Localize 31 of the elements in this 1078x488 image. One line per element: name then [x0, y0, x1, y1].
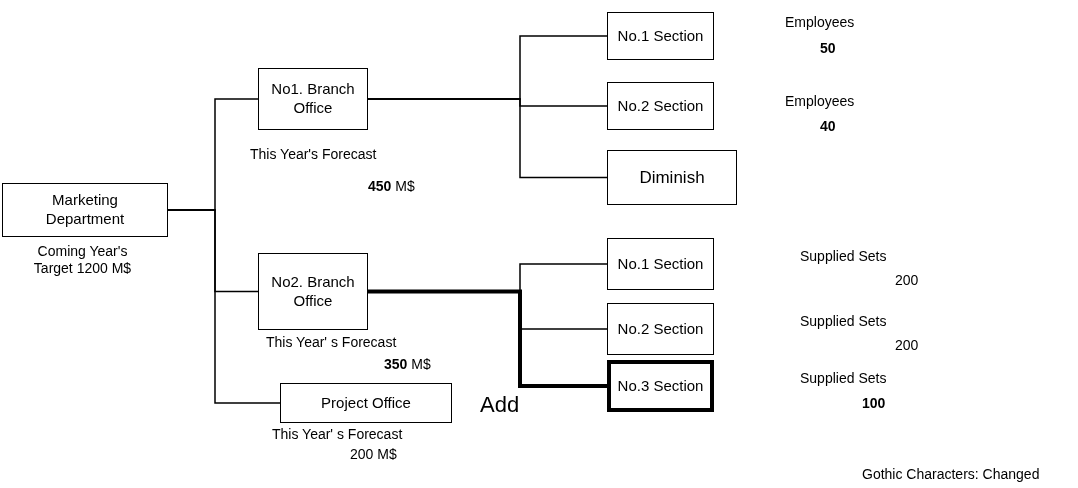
connector-line [367, 98, 608, 179]
node-note: Supplied Sets [800, 313, 887, 330]
node-note: Supplied Sets [800, 370, 887, 387]
org-box: Diminish [607, 150, 737, 205]
org-box: No.2 Section [607, 303, 714, 355]
connector-line [167, 209, 281, 404]
node-note: This Year's Forecast [250, 146, 377, 163]
org-box: Project Office [280, 383, 452, 423]
org-box: No.1 Section [607, 238, 714, 290]
node-note: 450 M$ [368, 178, 415, 195]
node-note: 200 [895, 272, 919, 289]
org-box: No.1 Section [607, 12, 714, 60]
node-note: This Year' s Forecast [266, 334, 397, 351]
node-note: 50 [820, 40, 836, 57]
node-note: 100 [862, 395, 886, 412]
footnote: Gothic Characters: Changed [862, 466, 1040, 482]
node-note: Employees [785, 93, 855, 110]
org-box: Marketing Department [2, 183, 168, 237]
org-box: No2. Branch Office [258, 253, 368, 330]
org-box: No.3 Section [607, 360, 714, 412]
node-note: 40 [820, 118, 836, 135]
thick-connector-line [368, 289, 607, 388]
node-note: Supplied Sets [800, 248, 887, 265]
node-note: 200 [895, 337, 919, 354]
node-note: 200 M$ [350, 446, 397, 463]
node-note: Employees [785, 14, 855, 31]
org-box: No.2 Section [607, 82, 714, 130]
org-box: No1. Branch Office [258, 68, 368, 130]
node-note: 350 M$ [384, 356, 431, 373]
node-note: Coming Year's Target 1200 M$ [32, 243, 133, 277]
node-note: This Year' s Forecast [272, 426, 403, 443]
